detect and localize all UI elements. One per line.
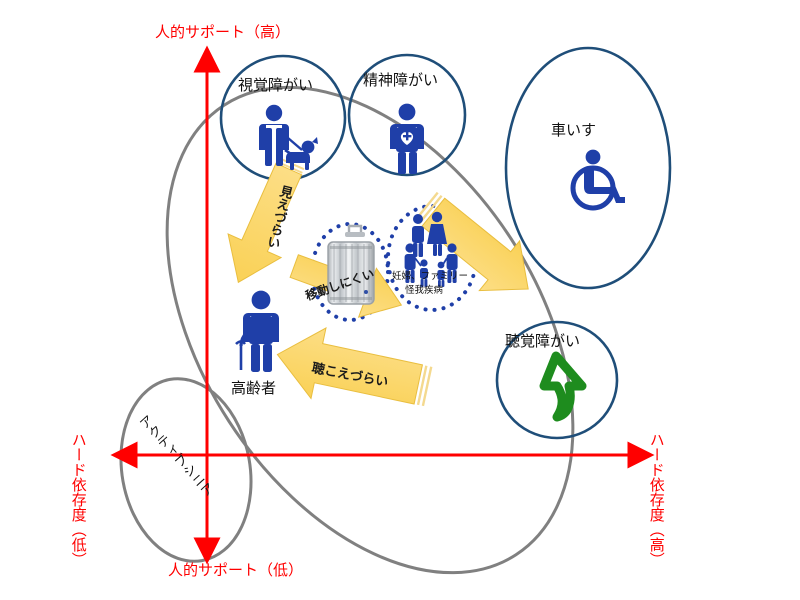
axis-label-left: ハード依存度（低） [69,432,87,567]
group-label-visual: 視覚障がい [238,77,314,94]
label-family-line2: 怪我疾病 [405,285,444,296]
blind-person-guide-dog-icon [259,104,318,170]
elderly-person-cane-icon [235,290,279,372]
group-ellipse-mental[interactable] [347,53,467,177]
suitcase-icon [327,224,375,305]
axis-label-top: 人的サポート（高） [155,24,291,41]
family-group-icon [404,211,458,287]
group-label-mental: 精神障がい [363,72,439,89]
group-ellipse-hearing[interactable] [495,320,619,440]
label-family-line1: 妊婦、ファミリー [392,271,469,282]
axis-label-bottom: 人的サポート（低） [168,562,304,579]
envelope-overall [165,85,575,575]
group-label-hearing: 聴覚障がい [505,333,581,350]
person-heart-icon [390,103,424,174]
ear-mark-icon [539,351,587,422]
group-label-wheelchair: 車いす [551,122,597,139]
axis-label-right: ハード依存度（高） [647,432,665,567]
label-elderly: 高齢者 [231,380,277,397]
arrow-hard-to-hear [276,327,433,407]
wheelchair-icon [570,149,625,211]
group-ellipse-wheelchair[interactable] [504,46,672,290]
